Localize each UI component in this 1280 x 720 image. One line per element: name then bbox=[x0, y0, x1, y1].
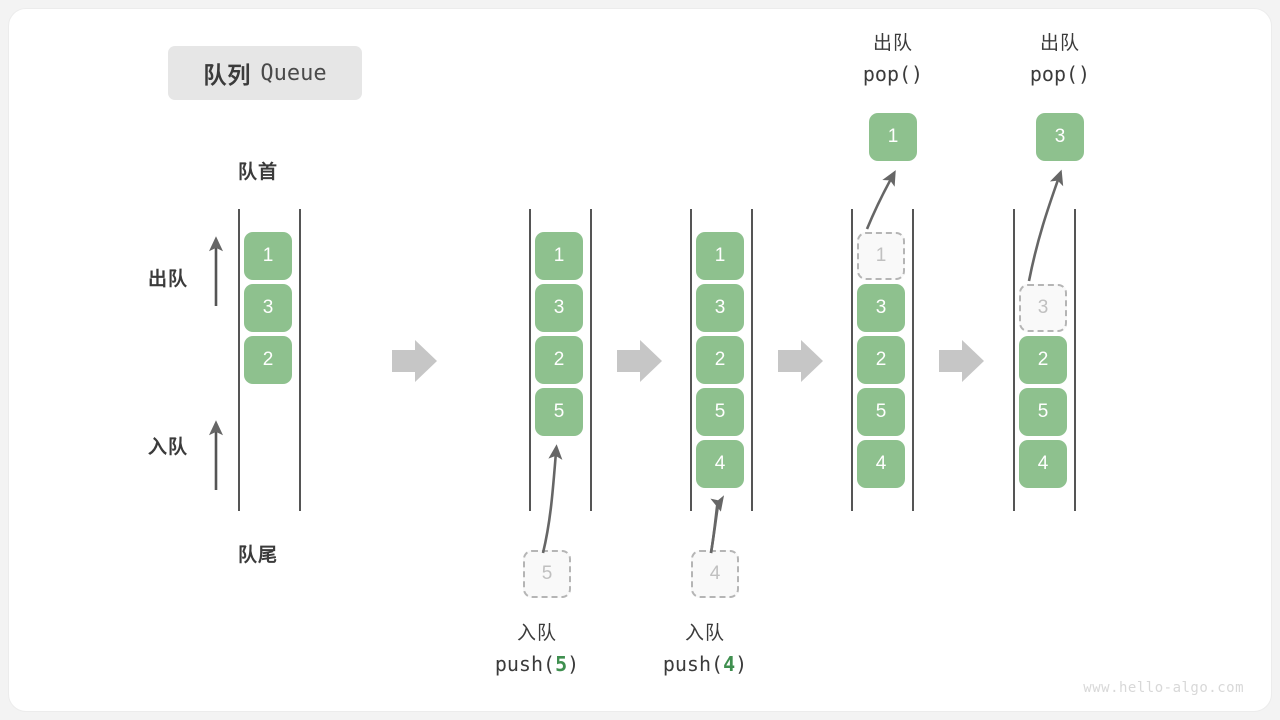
watermark: www.hello-algo.com bbox=[1083, 680, 1244, 696]
pop-2-label-cn: 出队 bbox=[1039, 33, 1080, 54]
queue-rail-right-stage3 bbox=[751, 209, 753, 511]
queue-rail-right-stage5 bbox=[1074, 209, 1076, 511]
queue-cell: 5 bbox=[1019, 388, 1067, 436]
queue-cell: 3 bbox=[244, 284, 292, 332]
queue-rail-left-stage4 bbox=[851, 209, 853, 511]
diagram-card bbox=[8, 8, 1272, 712]
queue-cell: 4 bbox=[1019, 440, 1067, 488]
outgoing-cell: 1 bbox=[869, 113, 917, 161]
queue-cell: 3 bbox=[857, 284, 905, 332]
queue-cell: 2 bbox=[244, 336, 292, 384]
push-5-label-cn: 入队 bbox=[516, 623, 557, 644]
queue-cell: 4 bbox=[857, 440, 905, 488]
title-badge: 队列 Queue bbox=[168, 46, 362, 100]
queue-cell: 5 bbox=[535, 388, 583, 436]
queue-rail-left-stage3 bbox=[690, 209, 692, 511]
push-5-label: 入队 push(5) bbox=[452, 620, 622, 679]
popped-ghost-cell: 3 bbox=[1019, 284, 1067, 332]
enqueue-direction-label: 入队 bbox=[148, 437, 189, 458]
dequeue-direction-label: 出队 bbox=[148, 269, 189, 290]
outgoing-cell: 3 bbox=[1036, 113, 1084, 161]
queue-rail-left-stage5 bbox=[1013, 209, 1015, 511]
pop-1-label: 出队 pop() bbox=[808, 30, 978, 89]
pop-1-label-code: pop() bbox=[862, 61, 924, 86]
queue-cell: 2 bbox=[696, 336, 744, 384]
pop-2-label: 出队 pop() bbox=[975, 30, 1145, 89]
pop-1-label-cn: 出队 bbox=[872, 33, 913, 54]
push-4-label-cn: 入队 bbox=[684, 623, 725, 644]
queue-cell: 1 bbox=[244, 232, 292, 280]
title-en: Queue bbox=[260, 60, 327, 86]
queue-cell: 2 bbox=[857, 336, 905, 384]
queue-rail-left-stage2 bbox=[529, 209, 531, 511]
incoming-ghost-cell: 4 bbox=[691, 550, 739, 598]
push-5-label-code: push(5) bbox=[494, 651, 580, 676]
pop-2-label-code: pop() bbox=[1029, 61, 1091, 86]
popped-ghost-cell: 1 bbox=[857, 232, 905, 280]
queue-head-label: 队首 bbox=[238, 162, 279, 183]
queue-tail-label: 队尾 bbox=[238, 545, 279, 566]
queue-rail-right-stage4 bbox=[912, 209, 914, 511]
queue-cell: 2 bbox=[535, 336, 583, 384]
push-4-label-code: push(4) bbox=[662, 651, 748, 676]
queue-rail-right-stage2 bbox=[590, 209, 592, 511]
queue-cell: 3 bbox=[696, 284, 744, 332]
incoming-ghost-cell: 5 bbox=[523, 550, 571, 598]
queue-cell: 5 bbox=[857, 388, 905, 436]
title-cn: 队列 bbox=[203, 62, 252, 88]
queue-rail-right-stage1 bbox=[299, 209, 301, 511]
push-4-label: 入队 push(4) bbox=[620, 620, 790, 679]
queue-cell: 5 bbox=[696, 388, 744, 436]
queue-cell: 1 bbox=[535, 232, 583, 280]
queue-rail-left-stage1 bbox=[238, 209, 240, 511]
queue-cell: 3 bbox=[535, 284, 583, 332]
queue-cell: 4 bbox=[696, 440, 744, 488]
queue-cell: 1 bbox=[696, 232, 744, 280]
queue-cell: 2 bbox=[1019, 336, 1067, 384]
